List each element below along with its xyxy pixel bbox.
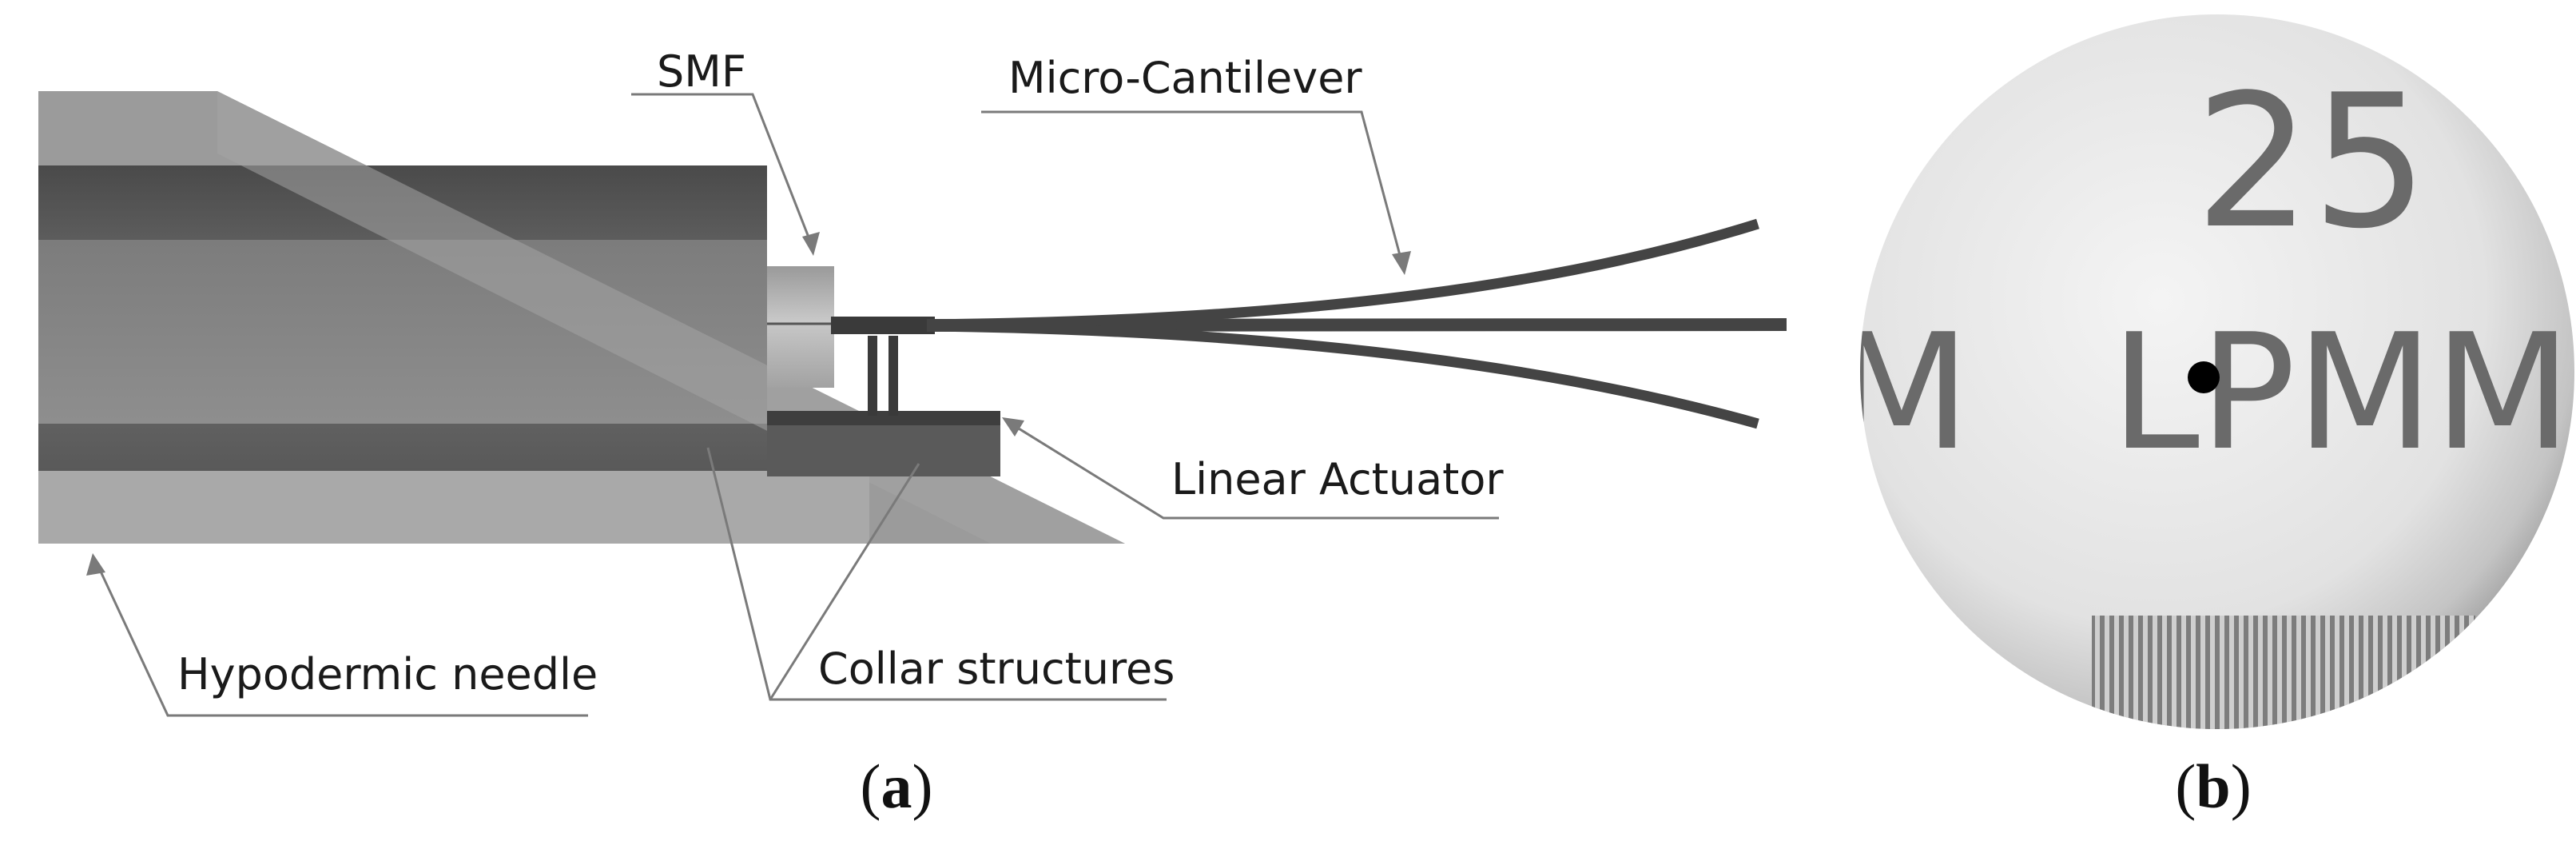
needle-lower-wall xyxy=(38,471,869,544)
target-number: 25 xyxy=(2195,56,2429,269)
label-micro-cantilever: Micro-Cantilever xyxy=(1008,53,1362,103)
smf-fiber xyxy=(767,266,834,388)
target-center-dot xyxy=(2188,361,2220,393)
label-smf: SMF xyxy=(657,46,746,97)
caption-b: (b) xyxy=(2175,751,2251,821)
collar-structures-leader-2 xyxy=(769,463,920,700)
cantilever-base xyxy=(831,317,935,334)
label-linear-actuator: Linear Actuator xyxy=(1171,454,1504,504)
cantilever-beam-down xyxy=(926,321,1759,429)
micro-cantilever-arrowhead xyxy=(1392,251,1411,275)
cantilever-beam-up xyxy=(926,218,1759,330)
micro-cantilever-leader xyxy=(981,110,1405,268)
actuator-post-left xyxy=(868,336,877,416)
panel-b: 25 LPMM M (b) xyxy=(1833,14,2574,821)
label-collar-structures: Collar structures xyxy=(818,644,1175,694)
smf-leader xyxy=(631,93,815,250)
hypodermic-needle-arrowhead xyxy=(86,553,105,576)
linear-actuator-leader xyxy=(1008,421,1499,520)
caption-a: (a) xyxy=(861,751,933,821)
target-left-fragment: M xyxy=(1833,300,1971,486)
hypodermic-needle-leader xyxy=(94,560,588,717)
linear-actuator-arrowhead xyxy=(1002,417,1024,436)
actuator-post-right xyxy=(888,336,898,416)
target-line-grating xyxy=(2092,616,2475,729)
smf-arrowhead xyxy=(802,232,820,256)
panel-a: SMF Micro-Cantilever Linear Actuator Hyp… xyxy=(38,46,1787,821)
label-hypodermic-needle: Hypodermic needle xyxy=(177,649,598,700)
linear-actuator-top xyxy=(767,411,1000,425)
target-lpmm: LPMM xyxy=(2110,300,2571,486)
